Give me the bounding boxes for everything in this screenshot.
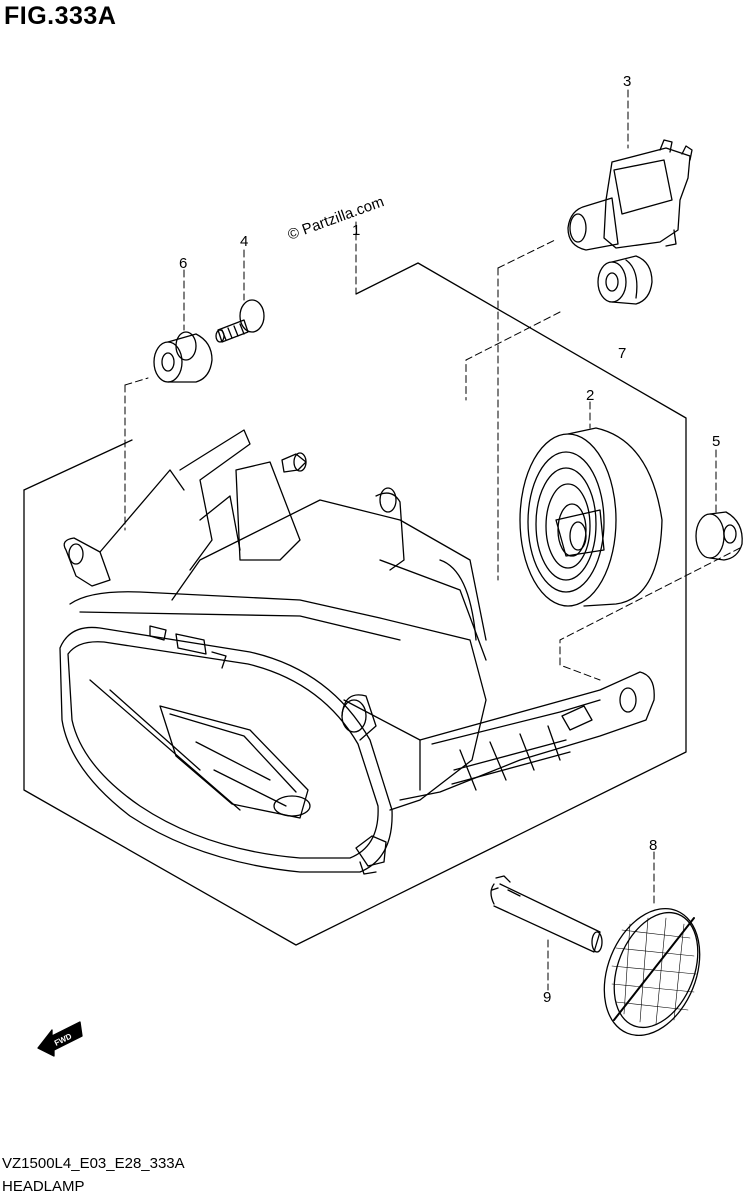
callout-numbers: 1 2 3 4 5 6 7 8 9: [179, 73, 720, 1006]
callout-1: 1: [352, 222, 360, 239]
callout-9: 9: [543, 989, 551, 1006]
callout-5: 5: [712, 433, 720, 450]
part-5-grommet: [695, 511, 743, 561]
part-8-reflector: [603, 907, 701, 1037]
callout-6: 6: [179, 255, 187, 272]
part-2-socket-cover: [519, 427, 663, 607]
part-1-headlamp-unit: [59, 429, 655, 875]
fwd-arrow-icon: FWD: [37, 1021, 83, 1057]
callout-7: 7: [618, 345, 626, 362]
assembly-name: HEADLAMP: [2, 1178, 85, 1195]
callout-2: 2: [586, 387, 594, 404]
callout-4: 4: [240, 233, 248, 250]
callout-3: 3: [623, 73, 631, 90]
figure-title: FIG.333A: [4, 2, 117, 30]
part-6-grommet: [153, 331, 213, 383]
leader-lines: [124, 89, 741, 991]
part-9-pin: [490, 875, 603, 953]
callout-8: 8: [649, 837, 657, 854]
watermark: © Partzilla.com: [286, 193, 387, 244]
model-code: VZ1500L4_E03_E28_333A: [2, 1155, 185, 1172]
part-3-bulb: [567, 139, 693, 251]
part-4-screw: [215, 299, 265, 343]
assembly-outline: [23, 262, 687, 946]
part-7-grommet: [597, 255, 653, 305]
